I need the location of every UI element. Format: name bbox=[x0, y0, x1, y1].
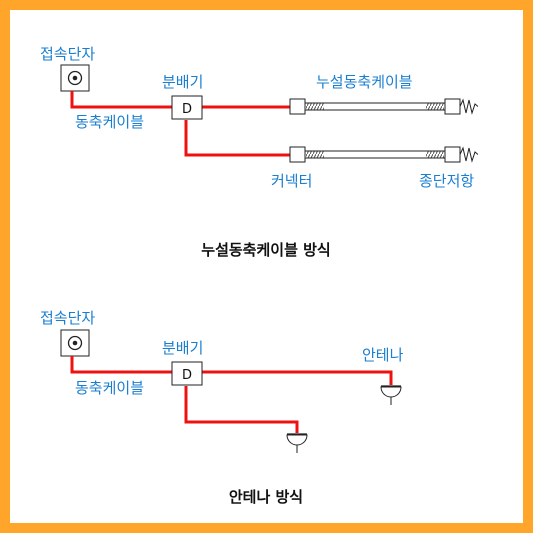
antenna-caption: 안테나 방식 bbox=[229, 488, 303, 506]
antenna-coax-line bbox=[70, 356, 393, 433]
leaky-splitter: D bbox=[171, 95, 203, 120]
antenna-coax-label: 동축케이블 bbox=[75, 379, 144, 397]
antenna-label: 안테나 bbox=[362, 346, 404, 364]
leaky-coax-label: 동축케이블 bbox=[75, 113, 144, 131]
diagram-canvas: 접속단자 분배기 동축케이블 D 누설동축케이블 bbox=[40, 45, 479, 506]
leaky-caption: 누설동축케이블 방식 bbox=[201, 241, 330, 259]
leaky-coax-line bbox=[70, 91, 290, 157]
antenna-icon bbox=[286, 433, 308, 453]
antenna-splitter: D bbox=[171, 361, 203, 386]
leaky-cable-label: 누설동축케이블 bbox=[316, 73, 413, 91]
leaky-cable-upper bbox=[289, 98, 479, 115]
leaky-terminator-label: 종단저항 bbox=[419, 172, 474, 190]
leaky-terminal-label: 접속단자 bbox=[40, 45, 95, 63]
antenna-diagram: 접속단자 분배기 동축케이블 D 안테나 안테나 방식 bbox=[40, 309, 404, 506]
antenna-splitter-label: 분배기 bbox=[162, 339, 203, 357]
antenna-terminal-label: 접속단자 bbox=[40, 309, 95, 327]
leaky-connector-label: 커넥터 bbox=[271, 172, 312, 190]
leaky-terminal-socket bbox=[60, 64, 90, 92]
leaky-splitter-label: 분배기 bbox=[162, 73, 203, 91]
diagram-panel: 접속단자 분배기 동축케이블 D 누설동축케이블 bbox=[10, 10, 523, 523]
leaky-cable-diagram: 접속단자 분배기 동축케이블 D 누설동축케이블 bbox=[40, 45, 479, 259]
antenna-icon bbox=[380, 385, 402, 405]
antenna-splitter-symbol: D bbox=[182, 368, 192, 383]
leaky-cable-lower bbox=[289, 146, 479, 163]
leaky-splitter-symbol: D bbox=[182, 102, 192, 117]
antenna-terminal-socket bbox=[60, 329, 90, 357]
